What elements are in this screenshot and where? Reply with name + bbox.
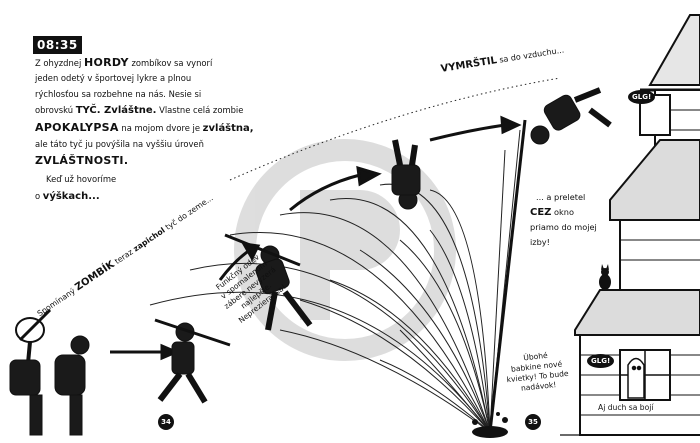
intro-line-4: obrovskú TYČ. Zvláštne. Vlastne celá zom… [35, 103, 243, 119]
page-number-left: 34 [158, 414, 174, 430]
pole [488, 119, 527, 433]
caption-line: ... a preletel [536, 192, 586, 202]
note-text: To bude [538, 368, 570, 381]
intro-line-9: o výškach... [35, 189, 100, 205]
ghost-icon [627, 357, 645, 399]
intro-line-7: ZVLÁŠTNOSTI. [35, 154, 129, 167]
caption-line: izby! [530, 237, 550, 247]
intro-keyword-vyskach: výškach... [42, 191, 100, 202]
motion-arrows [110, 115, 522, 361]
intro-line-3: rýchlosťou sa rozbehne na nás. Nesie si [35, 89, 202, 99]
window-caption: ... a preletel CEZ okno priamo do mojej … [530, 190, 597, 250]
intro-line-1: Z ohyzdnej HORDY zombíkov sa vynorí [35, 55, 212, 72]
caption-line: priamo do mojej [530, 222, 597, 232]
intro-keyword-zvlastna: zvláštna, [202, 123, 254, 134]
caption-text: okno [551, 207, 574, 217]
intro-line-5: APOKALYPSA na mojom dvore je zvláštna, [35, 120, 254, 137]
speech-bubble-window: GLG! [587, 354, 615, 368]
page-number-right: 35 [525, 414, 541, 430]
intro-text: zombíkov sa vynorí [128, 58, 213, 68]
flowers-note: Úbohé babkine nové kvietky! To bude nadá… [504, 349, 570, 395]
intro-text: Vlastne celá zombie [156, 105, 244, 115]
intro-text: o [35, 191, 43, 201]
intro-keyword-tyc: TYČ. Zvláštne. [75, 105, 157, 116]
caption-keyword-cez: CEZ [530, 207, 552, 218]
intro-line-6: ale táto tyč ju povýšila na vyššiu úrove… [35, 139, 204, 149]
intro-line-2: jeden odetý v športovej lykre a plnou [35, 73, 192, 83]
dirt-splash [472, 412, 508, 438]
pole-sweep [149, 129, 521, 433]
time-label: 08:35 [33, 36, 82, 54]
zombie-figures [9, 87, 612, 436]
intro-line-8: Keď už hovoríme [46, 174, 117, 184]
house [574, 14, 700, 436]
watermark [234, 139, 456, 361]
intro-keyword-apokalypsa: APOKALYPSA [35, 121, 119, 134]
intro-keyword-hordy: HORDY [83, 56, 129, 69]
cat-icon [599, 264, 611, 290]
intro-text: na mojom dvore je [118, 123, 203, 133]
ghost-note: Aj duch sa bojí [598, 403, 654, 412]
intro-text: Z ohyzdnej [35, 58, 84, 68]
intro-text: obrovskú [35, 105, 76, 115]
speech-bubble-top: GLG! [628, 90, 656, 104]
